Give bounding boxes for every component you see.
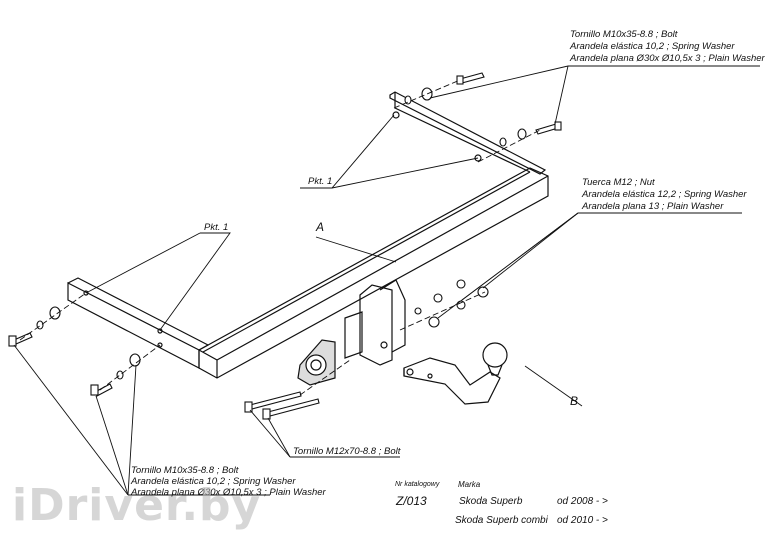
catalog-row-date: od 2010 - > [557,515,608,526]
callout-bottom-left-line3: Arandela plana Ø30x Ø10,5x 3 ; Plain Was… [131,487,326,498]
callout-bottom-left-line2: Arandela elástica 10,2 ; Spring Washer [131,476,296,487]
label-pkt-top: Pkt. 1 [308,176,333,187]
bolt-top-right [535,121,562,135]
catalog-header-nr: Nr katalogowy [395,481,440,488]
bolts-m12 [244,391,320,420]
callout-nut-line3: Arandela plana 13 ; Plain Washer [582,201,724,212]
washer-top [404,87,433,105]
assembly-axis-lines [19,79,541,396]
label-part-a: A [316,220,325,234]
center-mount-plate [344,279,406,366]
callout-top-right-line1: Tornillo M10x35-8.8 ; Bolt [570,29,678,40]
tow-ball [482,342,508,376]
catalog-row-date: od 2008 - > [557,496,608,507]
label-part-b: B [570,394,579,408]
callout-top-right-line3: Arandela plana Ø30x Ø10,5x 3 ; Plain Was… [570,53,765,64]
label-bolt-m12: Tornillo M12x70-8.8 ; Bolt [293,446,401,457]
callout-nut-line1: Tuerca M12 ; Nut [582,177,655,188]
catalog-row-model: Skoda Superb [459,496,523,507]
callout-top-right-line2: Arandela elástica 10,2 ; Spring Washer [570,41,735,52]
bolt-top-left [456,72,485,85]
main-crossbar [198,167,549,379]
leader-lines [13,65,760,496]
catalog-number: Z/013 [396,494,427,508]
watermark-logo: iDriver.by [12,480,262,531]
electric-socket-plate [297,339,336,386]
catalog-row-model: Skoda Superb combi [455,515,548,526]
label-pkt-left: Pkt. 1 [204,222,229,233]
tow-ball-neck [403,357,501,405]
bolts-left [8,306,141,397]
callout-bottom-left-line1: Tornillo M10x35-8.8 ; Bolt [131,465,239,476]
callout-nut-line2: Arandela elástica 12,2 ; Spring Washer [582,189,747,200]
nuts-right [414,279,489,328]
catalog-header-marka: Marka [458,480,481,489]
